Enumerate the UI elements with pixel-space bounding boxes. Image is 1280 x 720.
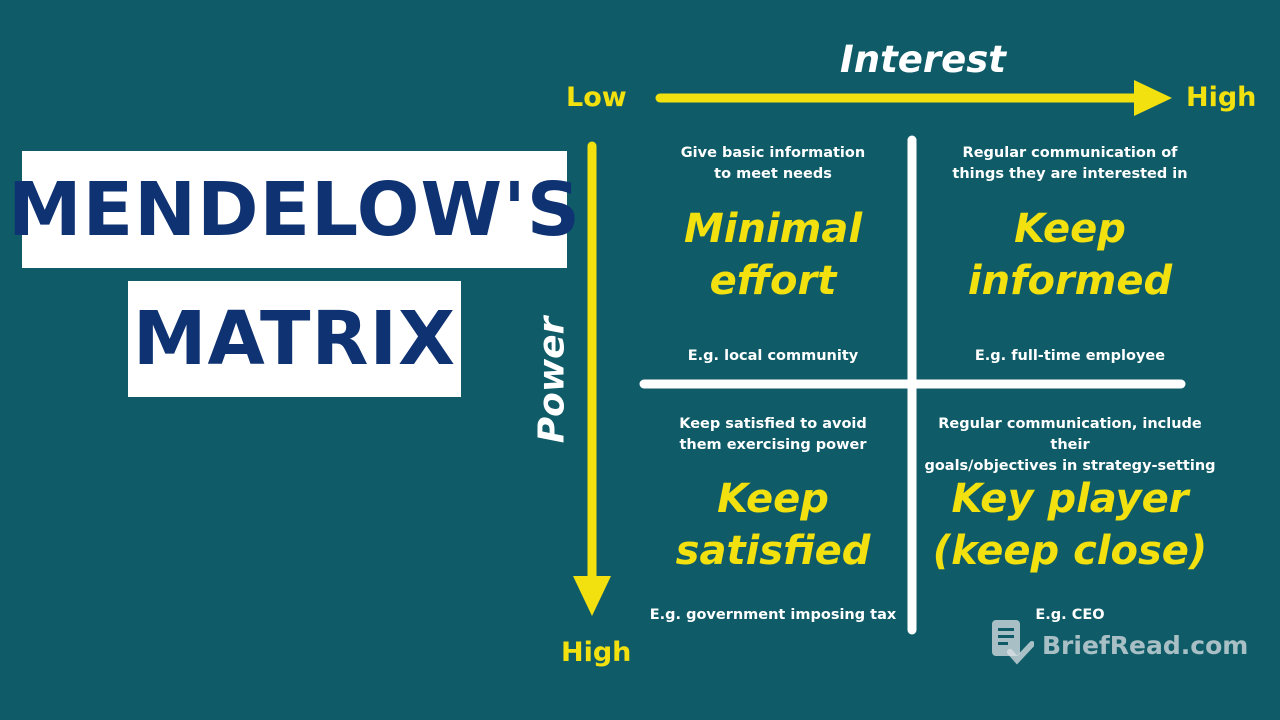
quadrant-keep-satisfied-description: Keep satisfied to avoid them exercising … [679,416,867,453]
interest-axis-title: Interest [840,38,1006,81]
quadrant-keep-informed-example: E.g. full-time employee [974,348,1166,364]
quadrant-key-player-title: Key player (keep close) [932,476,1208,574]
quadrant-key-player-example: E.g. CEO [1035,607,1105,623]
power-high-label: High [561,637,632,668]
power-axis-title: Power [531,316,573,444]
quadrant-keep-satisfied-example: E.g. government imposing tax [649,607,897,623]
quadrant-minimal-effort-example: E.g. local community [687,348,859,364]
quadrant-minimal-effort-title: Minimal effort [683,206,863,304]
quadrant-minimal-effort-description: Give basic information to meet needs [680,145,866,182]
power-arrow-head [573,576,611,616]
title-line-1: MENDELOW'S [8,151,580,268]
watermark-text: BriefRead.com [1042,630,1249,660]
document-check-icon [990,618,1035,672]
watermark: BriefRead.com [990,618,1248,672]
quadrant-keep-satisfied-title: Keep satisfied [675,476,871,574]
quadrant-keep-informed-description: Regular communication of things they are… [952,145,1188,182]
interest-high-label: High [1186,82,1257,113]
quadrant-keep-informed-title: Keep informed [967,206,1173,304]
quadrant-key-player-description: Regular communication, include their goa… [924,416,1216,474]
title-line-2: MATRIX [128,281,461,397]
interest-arrow-head [1134,80,1172,116]
interest-low-label: Low [566,82,627,113]
